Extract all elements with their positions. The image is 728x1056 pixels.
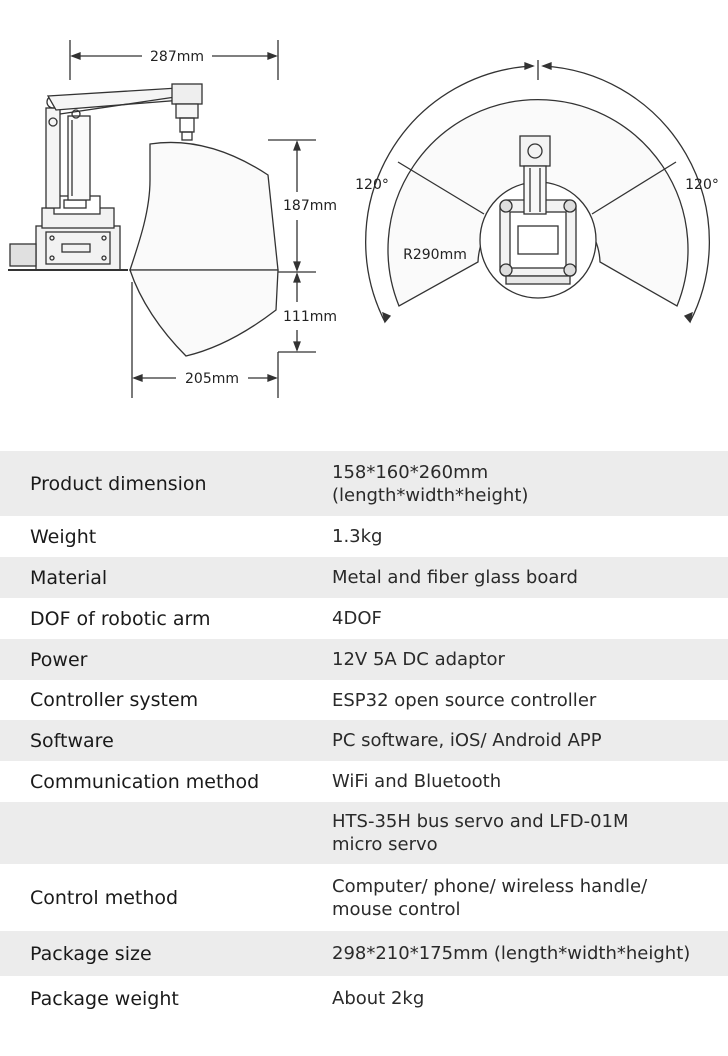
spec-label: Software (30, 729, 114, 752)
spec-label: Weight (30, 525, 97, 548)
spec-row: Material Metal and fiber glass board (0, 557, 728, 598)
spec-row: Communication method WiFi and Bluetooth (0, 761, 728, 802)
spec-value-line: PC software, iOS/ Android APP (332, 730, 602, 751)
spec-value: PC software, iOS/ Android APP (332, 720, 708, 761)
angle-right-label: 120° (685, 177, 719, 193)
spec-value-line: About 2kg (332, 988, 425, 1009)
spec-row: Control method Computer/ phone/ wireless … (0, 864, 728, 931)
spec-label: Package weight (30, 987, 179, 1010)
spec-value: About 2kg (332, 976, 708, 1021)
spec-value-line: HTS-35H bus servo and LFD-01M (332, 811, 629, 832)
spec-row: Product dimension 158*160*260mm(length*wi… (0, 451, 728, 516)
spec-row: Weight 1.3kg (0, 516, 728, 557)
spec-row: Package weight About 2kg (0, 976, 728, 1021)
dimension-diagram: 287mm 187mm 111mm 205mm 120° 120° R290 (0, 0, 728, 440)
spec-row: Software PC software, iOS/ Android APP (0, 720, 728, 761)
spec-value-line: 298*210*175mm (length*width*height) (332, 943, 691, 964)
spec-row: Package size 298*210*175mm (length*width*… (0, 931, 728, 976)
spec-label: Product dimension (30, 472, 207, 495)
dim-reach-label: 205mm (185, 371, 239, 387)
spec-value-line: 1.3kg (332, 526, 383, 547)
spec-value-line: (length*width*height) (332, 484, 529, 506)
spec-value: 298*210*175mm (length*width*height) (332, 931, 708, 976)
dim-height-upper-label: 187mm (283, 198, 337, 214)
spec-row: Controller system ESP32 open source contr… (0, 680, 728, 720)
spec-value: 12V 5A DC adaptor (332, 639, 708, 680)
spec-row: Power 12V 5A DC adaptor (0, 639, 728, 680)
dim-width-label: 287mm (150, 49, 204, 65)
spec-row: DOF of robotic arm 4DOF (0, 598, 728, 639)
spec-table: Product dimension 158*160*260mm(length*wi… (0, 451, 728, 1021)
spec-value: Metal and fiber glass board (332, 557, 708, 598)
spec-value: 1.3kg (332, 516, 708, 557)
spec-label: Material (30, 566, 108, 589)
radius-label: R290mm (403, 247, 467, 263)
spec-value-line: 12V 5A DC adaptor (332, 649, 505, 670)
spec-label: Controller system (30, 689, 199, 711)
spec-value: 4DOF (332, 598, 708, 639)
spec-value-line: WiFi and Bluetooth (332, 771, 502, 792)
spec-label: Power (30, 648, 88, 671)
spec-value-line: Metal and fiber glass board (332, 567, 578, 588)
spec-value-line: mouse control (332, 898, 461, 920)
spec-value-line: ESP32 open source controller (332, 689, 597, 711)
spec-label: Control method (30, 886, 179, 909)
spec-value: 158*160*260mm(length*width*height) (332, 451, 708, 516)
spec-label: Package size (30, 942, 152, 965)
side-view-drawing (8, 40, 316, 398)
spec-value: ESP32 open source controller (332, 680, 708, 720)
spec-label: DOF of robotic arm (30, 607, 211, 630)
angle-left-label: 120° (355, 177, 389, 193)
spec-value: WiFi and Bluetooth (332, 761, 708, 802)
spec-value: Computer/ phone/ wireless handle/mouse c… (332, 864, 708, 931)
spec-value-line: 4DOF (332, 608, 382, 629)
spec-value-line: micro servo (332, 834, 438, 855)
spec-label: Communication method (30, 770, 260, 793)
dim-height-lower-label: 111mm (283, 309, 337, 325)
spec-value-line: Computer/ phone/ wireless handle/ (332, 875, 648, 897)
top-view-drawing (365, 60, 710, 324)
spec-value-line: 158*160*260mm (332, 461, 489, 483)
